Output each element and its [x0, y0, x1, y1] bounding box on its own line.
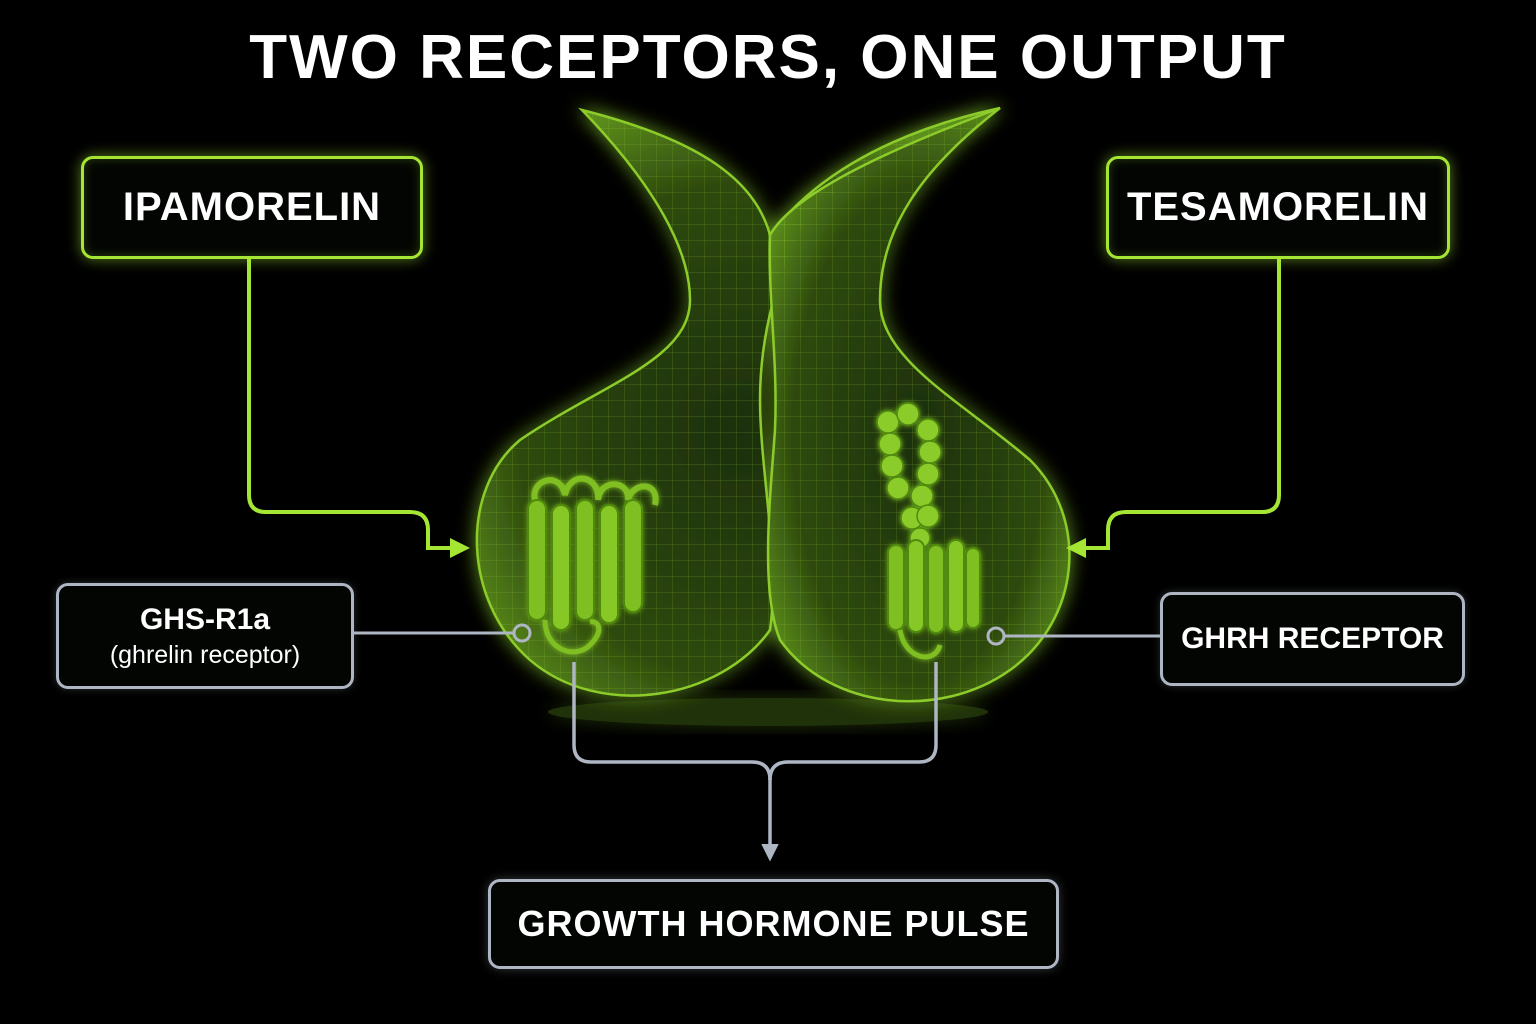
- tesamorelin-box: TESAMORELIN: [1106, 156, 1450, 259]
- gland-shadow-glow: [548, 698, 988, 726]
- left-convergence-line: [572, 662, 772, 781]
- growth-hormone-pulse-box: GROWTH HORMONE PULSE: [488, 879, 1059, 969]
- ipamorelin-arrow: [247, 258, 470, 558]
- ipamorelin-label: IPAMORELIN: [122, 185, 382, 229]
- ghrh-receptor-label: GHRH RECEPTOR: [1181, 622, 1444, 655]
- ghs-r1a-box: GHS-R1a (ghrelin receptor): [56, 583, 354, 689]
- ghs-r1a-protein-icon: [527, 475, 659, 655]
- ghs-r1a-pointer-dot: [512, 623, 532, 643]
- ghs-r1a-label: GHS-R1a: [139, 602, 271, 636]
- ghrh-receptor-protein-icon: [876, 402, 981, 660]
- right-convergence-line: [768, 662, 938, 781]
- tesamorelin-arrow: [1066, 258, 1281, 558]
- ghrh-receptor-pointer-dot: [986, 626, 1006, 646]
- ghs-r1a-sublabel: (ghrelin receptor): [109, 640, 301, 669]
- tesamorelin-label: TESAMORELIN: [1126, 185, 1430, 229]
- ghrh-receptor-box: GHRH RECEPTOR: [1160, 592, 1465, 686]
- ipamorelin-box: IPAMORELIN: [81, 156, 423, 259]
- diagram-title: TWO RECEPTORS, ONE OUTPUT: [249, 23, 1287, 92]
- growth-hormone-pulse-label: GROWTH HORMONE PULSE: [517, 903, 1030, 944]
